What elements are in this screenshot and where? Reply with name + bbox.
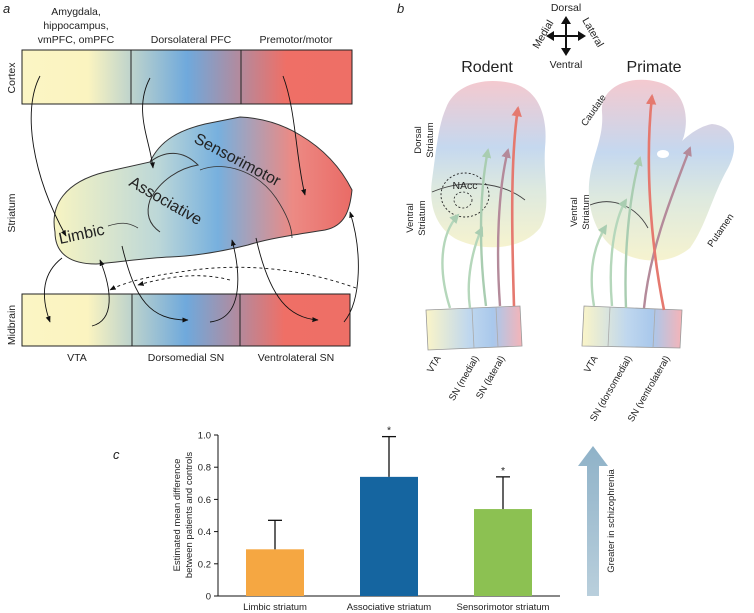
cortex-label: Cortex	[6, 62, 18, 94]
rodent-arrow-vta	[467, 226, 484, 309]
primate-title: Primate	[626, 59, 681, 76]
projection-arrow	[30, 75, 67, 237]
rodent-dorsal-label: Dorsal	[413, 126, 424, 153]
projection-arrow	[142, 77, 155, 169]
putamen-label: Putamen	[706, 212, 737, 249]
cortex-band	[21, 49, 353, 105]
nacc-outline	[440, 172, 490, 218]
midbrain-region-vta: VTA	[67, 352, 87, 364]
rodent-ventral-label: Striatum	[417, 200, 428, 235]
rodent-dorsal-label: Striatum	[425, 122, 436, 157]
spiral-arrow	[109, 266, 357, 291]
striatum-label: Striatum	[6, 193, 18, 232]
projection-arrow	[255, 237, 319, 323]
compass-dorsal: Dorsal	[551, 2, 581, 14]
panel-c-letter: c	[113, 447, 120, 462]
rodent-arrow-lateral	[510, 105, 522, 307]
y-axis-label: Estimated mean difference	[172, 459, 183, 572]
primate-ventral-label: Ventral	[569, 197, 580, 227]
striatum-shape	[53, 116, 353, 265]
projection-arrow	[121, 245, 189, 323]
nacc-core	[453, 191, 473, 209]
primate-sn-vl-label: SN (ventrolateral)	[626, 354, 673, 424]
panel-c: c Estimated mean difference between pati…	[113, 425, 617, 613]
bar	[246, 549, 304, 596]
panel-a-letter: a	[3, 1, 10, 16]
projection-arrow	[91, 259, 110, 327]
bar	[360, 476, 418, 596]
primate-arrow-vta	[590, 224, 608, 307]
primate-arrow-vl	[645, 93, 666, 311]
primate-ventral-label: Striatum	[581, 194, 592, 229]
y-axis-label: between patients and controls	[184, 452, 195, 578]
cortex-region-limbic: vmPFC, omPFC	[38, 34, 115, 46]
cortex-region-motor: Premotor/motor	[260, 34, 333, 46]
striatum-contour	[199, 166, 293, 239]
bar-chart: Estimated mean difference between patien…	[172, 425, 560, 613]
primate-arrow-dm	[624, 156, 643, 309]
striatum-contour	[107, 222, 139, 229]
primate-arrow-vl	[642, 146, 692, 309]
significance-marker: *	[501, 465, 505, 477]
rodent-vta-label: VTA	[425, 353, 444, 374]
x-category-label: Associative striatum	[347, 602, 432, 613]
y-tick-label: 0.6	[198, 495, 211, 506]
spiral-arrow	[137, 275, 231, 286]
compass-lateral: Lateral	[579, 16, 605, 50]
y-tick-label: 0	[206, 592, 211, 603]
y-tick-label: 0.2	[198, 559, 211, 570]
projection-arrow	[44, 257, 63, 323]
x-category-label: Limbic striatum	[243, 602, 307, 613]
y-tick-label: 0.4	[198, 527, 211, 538]
bar	[474, 509, 532, 596]
midbrain-label: Midbrain	[6, 305, 18, 345]
rodent-arrow-medial	[479, 148, 492, 307]
primate-midbrain	[581, 305, 683, 349]
cortex-region-dlpfc: Dorsolateral PFC	[151, 34, 232, 46]
projection-arrow	[343, 211, 359, 323]
primate-vta-label: VTA	[582, 353, 601, 374]
midbrain-region-dmsn: Dorsomedial SN	[148, 352, 224, 364]
panel-a: a Cortex Striatum Midbrain Amygdala, hip…	[3, 1, 359, 364]
rodent-arrow-vta	[441, 213, 460, 309]
panel-b: b Dorsal Ventral Medial Lateral Rodent P…	[397, 1, 736, 424]
nacc-label: NAcc	[452, 180, 477, 192]
primate-arrow-vta	[609, 198, 628, 307]
y-tick-label: 1.0	[198, 431, 211, 442]
orientation-compass: Dorsal Ventral Medial Lateral	[530, 2, 605, 71]
x-category-label: Sensorimotor striatum	[457, 602, 550, 613]
primate-striatum	[588, 79, 735, 261]
primate-capsule	[657, 150, 669, 158]
projection-arrow	[209, 239, 239, 323]
direction-arrow-label: Greater in schizophrenia	[606, 469, 617, 573]
cortex-region-limbic: hippocampus,	[43, 20, 108, 32]
rodent-ventral-label: Ventral	[405, 203, 416, 233]
direction-arrow	[578, 446, 608, 596]
rodent-boundary	[431, 183, 526, 201]
striatum-contour	[147, 152, 200, 233]
rodent-striatum	[431, 81, 547, 248]
panel-b-letter: b	[397, 1, 404, 16]
rodent-title: Rodent	[461, 59, 513, 76]
projection-arrow	[282, 75, 307, 196]
midbrain-region-vlsn: Ventrolateral SN	[258, 352, 334, 364]
compass-ventral: Ventral	[550, 59, 583, 71]
rodent-arrow-lateral	[496, 148, 511, 307]
y-tick-label: 0.8	[198, 463, 211, 474]
cortex-region-limbic: Amygdala,	[51, 6, 101, 18]
significance-marker: *	[387, 425, 391, 437]
